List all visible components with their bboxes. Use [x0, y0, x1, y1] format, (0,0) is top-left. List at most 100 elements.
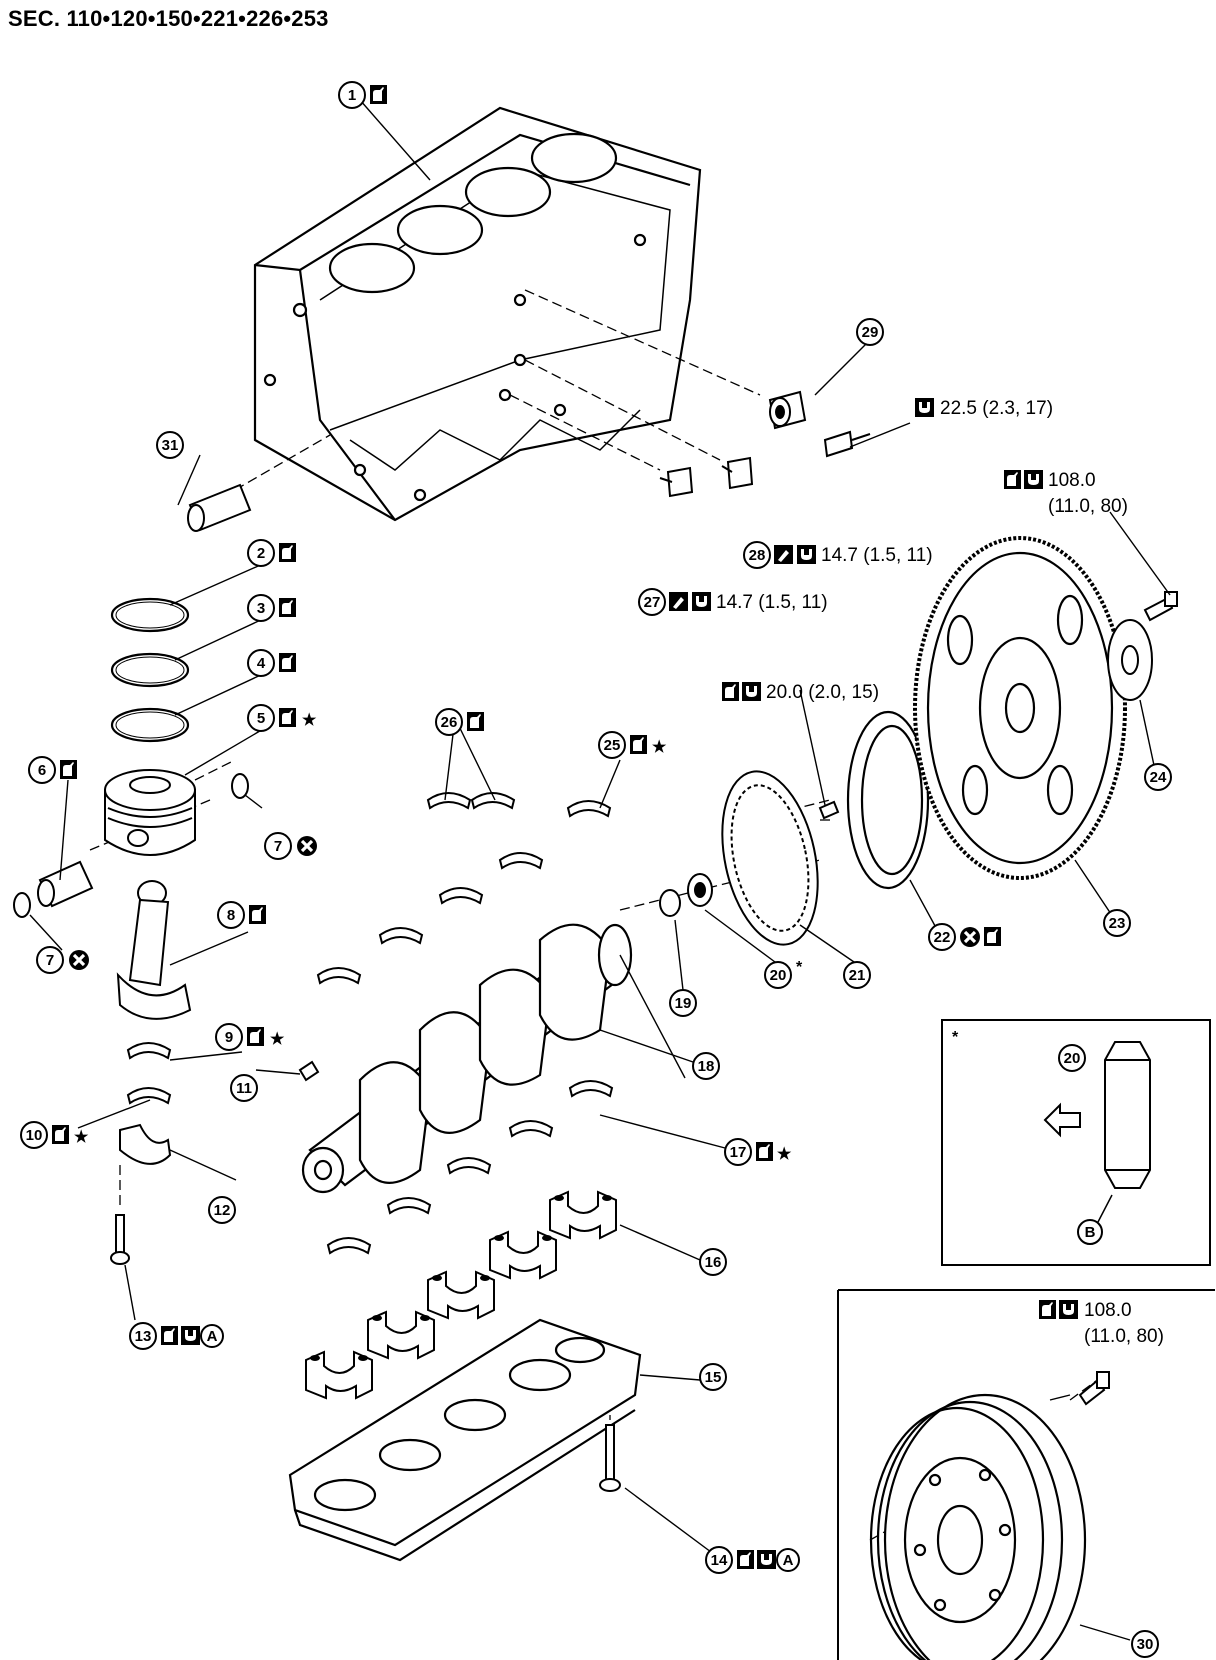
signal-plate	[721, 770, 819, 946]
svg-text:14: 14	[711, 1552, 728, 1569]
main-bearing-beam	[288, 1318, 642, 1562]
svg-text:29: 29	[862, 324, 879, 341]
oil-can-icon	[467, 712, 484, 731]
do-not-reuse-icon	[958, 925, 982, 949]
svg-text:22.5 (2.3, 17): 22.5 (2.3, 17)	[940, 398, 1053, 419]
torque-wrench-icon	[757, 1550, 776, 1569]
svg-text:12: 12	[214, 1202, 231, 1219]
oil-can-icon	[630, 735, 647, 754]
svg-text:26: 26	[441, 714, 458, 731]
rear-oil-seal	[846, 710, 930, 890]
crankshaft-key	[298, 1060, 320, 1082]
svg-text:28: 28	[749, 547, 766, 564]
svg-text:108.0: 108.0	[1048, 470, 1096, 491]
torque-wrench-icon	[915, 398, 934, 417]
svg-text:20: 20	[770, 967, 787, 984]
svg-text:(11.0, 80): (11.0, 80)	[1048, 496, 1128, 517]
oil-can-icon	[279, 598, 296, 617]
svg-text:(11.0, 80): (11.0, 80)	[1084, 1326, 1164, 1347]
svg-text:15: 15	[705, 1369, 722, 1386]
note-a-marker	[200, 1324, 224, 1348]
sensors	[659, 456, 754, 498]
torque-wrench-icon	[692, 592, 711, 611]
svg-text:1: 1	[348, 87, 356, 104]
oil-can-icon	[756, 1142, 773, 1161]
rod-bearings	[127, 1042, 171, 1104]
svg-text:11: 11	[236, 1080, 252, 1097]
torque-wrench-icon	[1024, 470, 1043, 489]
callout-29	[856, 318, 884, 346]
sealant-icon	[774, 545, 793, 564]
torque-wrench-icon	[1059, 1300, 1078, 1319]
svg-text:18: 18	[698, 1058, 715, 1075]
sealant-icon	[669, 592, 688, 611]
do-not-reuse-icon	[67, 948, 91, 972]
oil-can-icon	[52, 1125, 69, 1144]
torque-wrench-icon	[742, 682, 761, 701]
svg-text:21: 21	[849, 967, 866, 984]
svg-text:3: 3	[257, 600, 265, 617]
svg-text:27: 27	[644, 594, 661, 611]
svg-text:14.7 (1.5, 11): 14.7 (1.5, 11)	[821, 545, 933, 566]
svg-text:24: 24	[1150, 769, 1167, 786]
oil-can-icon	[984, 927, 1001, 946]
svg-text:*: *	[796, 959, 803, 976]
rod-cap	[119, 1123, 172, 1165]
oil-can-icon	[279, 653, 296, 672]
reinforcement-plate	[1107, 619, 1153, 701]
svg-text:6: 6	[38, 762, 46, 779]
svg-text:7: 7	[46, 952, 54, 969]
svg-text:★: ★	[652, 739, 667, 756]
oil-can-icon	[279, 708, 296, 727]
connecting-rod	[116, 880, 192, 1020]
svg-text:19: 19	[675, 995, 692, 1012]
piston	[104, 769, 196, 856]
oil-can-icon	[161, 1326, 178, 1345]
drive-plate-bolt	[1143, 591, 1178, 622]
crankshaft-pulley	[869, 1393, 1087, 1660]
svg-text:★: ★	[74, 1129, 89, 1146]
svg-text:A: A	[207, 1328, 218, 1345]
svg-text:7: 7	[274, 838, 282, 855]
signal-plate-bolt	[818, 800, 840, 820]
svg-text:14.7 (1.5, 11): 14.7 (1.5, 11)	[716, 592, 828, 613]
svg-text:16: 16	[705, 1254, 722, 1271]
svg-text:25: 25	[604, 737, 621, 754]
torque-wrench-icon	[797, 545, 816, 564]
oil-can-icon	[247, 1027, 264, 1046]
svg-text:13: 13	[135, 1328, 152, 1345]
oil-can-icon	[1004, 470, 1021, 489]
do-not-reuse-icon	[295, 834, 319, 858]
svg-text:108.0: 108.0	[1084, 1300, 1132, 1321]
svg-text:★: ★	[777, 1146, 792, 1163]
main-bearing-bolt	[599, 1424, 621, 1492]
section-reference: SEC. 110•120•150•221•226•253	[8, 6, 329, 31]
dowel-pin	[187, 483, 252, 532]
pulley-inset	[837, 1289, 1215, 1660]
svg-text:*: *	[952, 1029, 959, 1046]
knock-sensor	[768, 390, 871, 458]
oil-can-icon	[249, 905, 266, 924]
oil-can-icon	[722, 682, 739, 701]
svg-text:★: ★	[302, 712, 317, 729]
oil-can-icon	[370, 85, 387, 104]
drive-plate	[913, 536, 1127, 880]
snap-ring-left	[13, 892, 31, 918]
note-a-marker	[776, 1548, 800, 1572]
svg-text:17: 17	[730, 1144, 747, 1161]
spacer-washer	[687, 873, 713, 907]
crankshaft	[301, 923, 633, 1194]
callout-leaders	[29, 99, 1171, 1641]
callout-1	[338, 81, 366, 109]
svg-text:8: 8	[227, 907, 235, 924]
svg-text:B: B	[1085, 1224, 1096, 1241]
rod-cap-bolt	[110, 1214, 130, 1265]
callout-labels: 1 29 22.5 (2.3, 17) 108.0 (11.0, 80) 31 …	[20, 81, 1172, 1658]
note-b-marker	[1077, 1219, 1103, 1245]
washer-section	[1104, 1041, 1151, 1189]
cylinder-block	[253, 106, 702, 522]
svg-text:22: 22	[934, 929, 951, 946]
svg-text:20.0 (2.0, 15): 20.0 (2.0, 15)	[766, 682, 879, 703]
pulley-bolt	[1078, 1371, 1110, 1406]
